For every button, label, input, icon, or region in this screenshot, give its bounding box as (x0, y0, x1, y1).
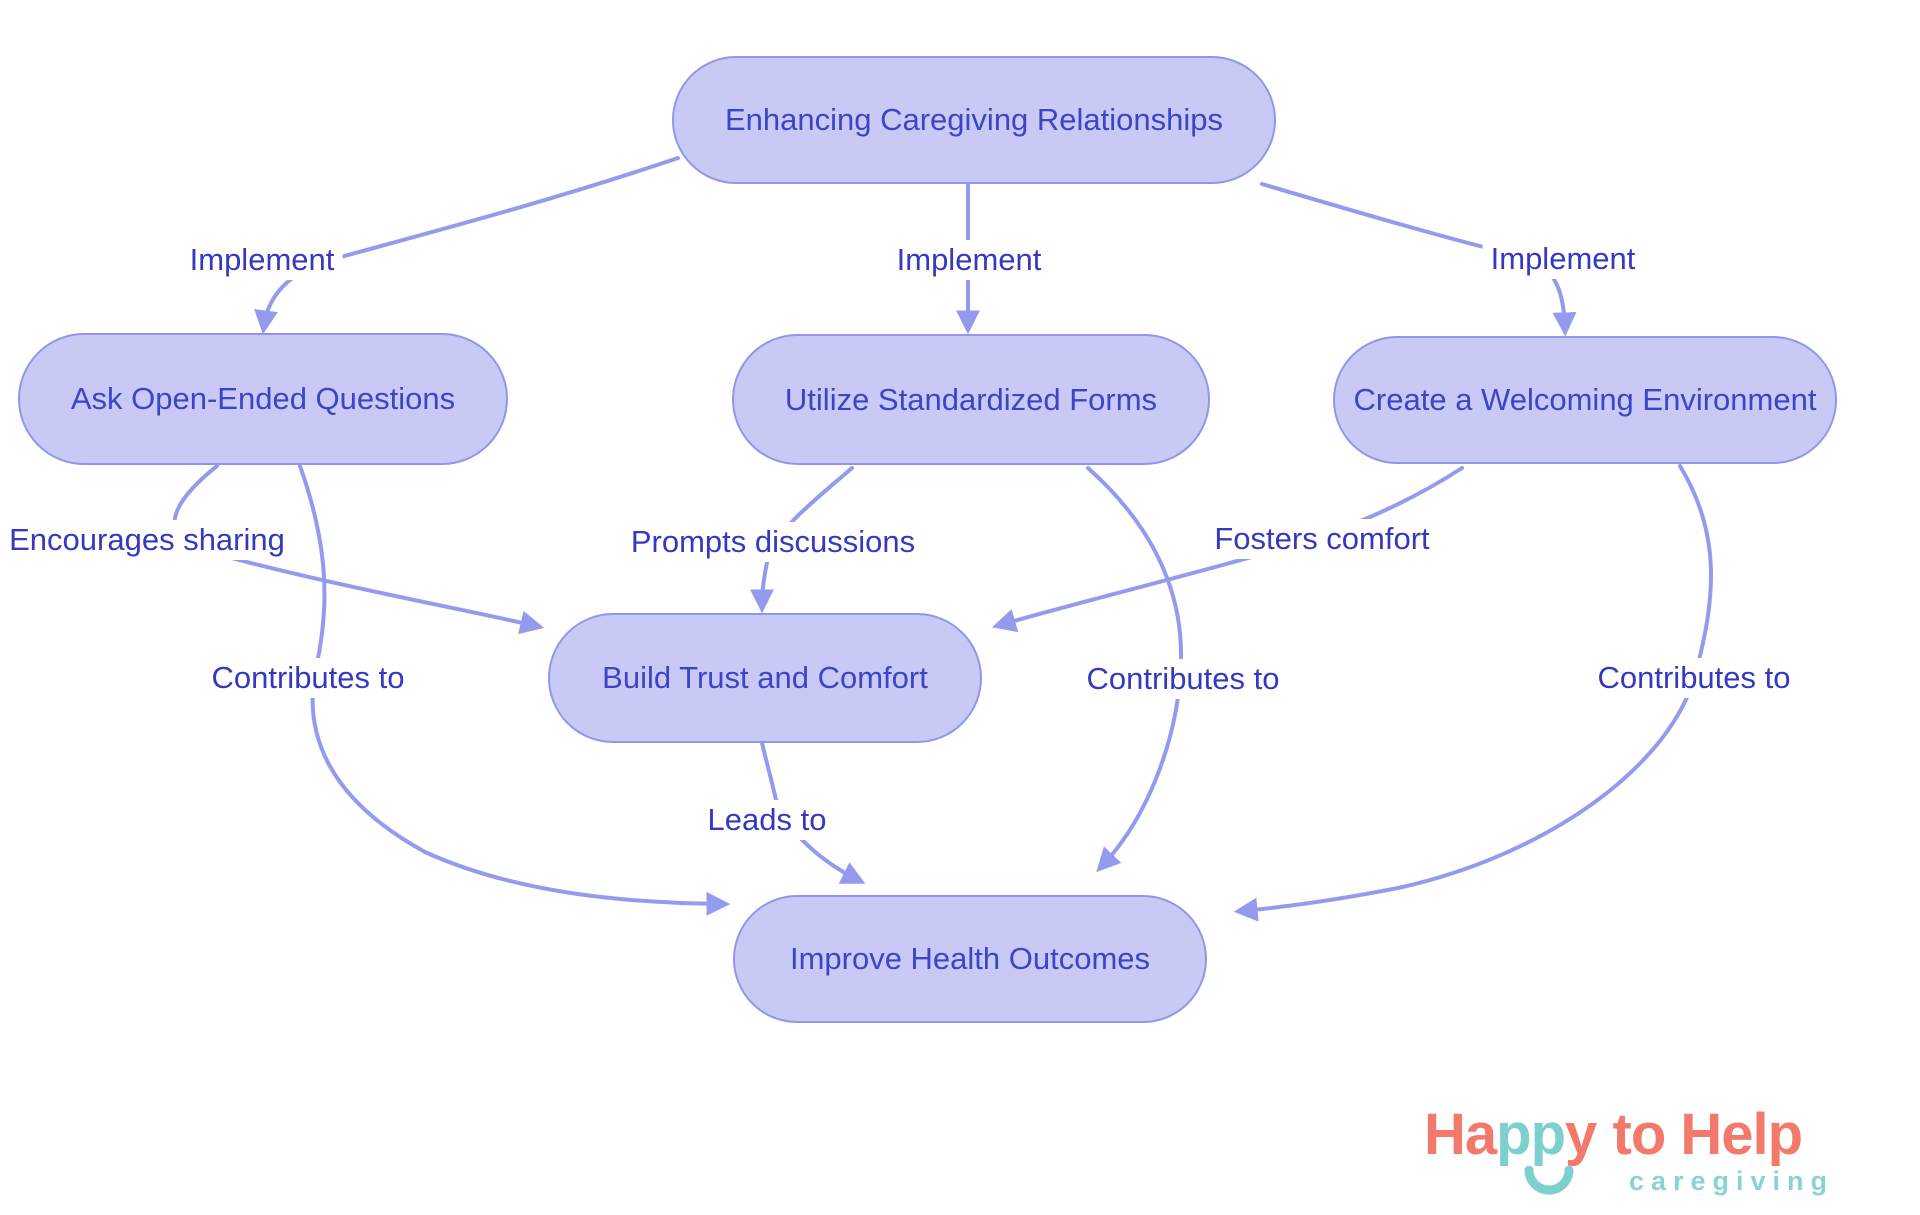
logo-tagline: caregiving (1628, 1166, 1834, 1196)
edge-label-implement-right: Implement (1482, 239, 1644, 279)
edge-label-implement-left: Implement (181, 240, 343, 280)
node-build-trust-and-comfort: Build Trust and Comfort (548, 613, 982, 743)
smile-icon (1524, 1166, 1574, 1195)
logo-text-part2: pp (1496, 1102, 1566, 1167)
edge-label-contributes-to-right: Contributes to (1589, 658, 1799, 698)
edge-forms-to-outcomes (1086, 466, 1184, 873)
edge-label-contributes-to-center: Contributes to (1078, 659, 1288, 699)
node-utilize-standardized-forms: Utilize Standardized Forms (732, 334, 1210, 465)
edge-label-contributes-to-left: Contributes to (203, 658, 413, 698)
node-ask-open-ended-questions: Ask Open-Ended Questions (18, 333, 508, 465)
edge-label-prompts-discussions: Prompts discussions (622, 522, 924, 562)
edge-label-implement-center: Implement (888, 240, 1050, 280)
logo-text-part4: to Help (1612, 1102, 1804, 1167)
node-enhancing-caregiving-relationships: Enhancing Caregiving Relationships (672, 56, 1276, 184)
edge-label-fosters-comfort: Fosters comfort (1206, 519, 1438, 559)
edge-label-leads-to: Leads to (699, 800, 835, 840)
edge-label-encourages-sharing: Encourages sharing (1, 520, 293, 560)
edge-ask-to-trust (172, 464, 545, 635)
edge-enhancing-to-ask (254, 156, 680, 335)
node-create-welcoming-environment: Create a Welcoming Environment (1333, 336, 1837, 464)
logo-text-part1: Ha (1424, 1102, 1497, 1167)
edge-ask-to-outcomes (298, 464, 731, 916)
edge-welcoming-to-outcomes (1233, 464, 1713, 922)
node-improve-health-outcomes: Improve Health Outcomes (733, 895, 1207, 1023)
logo-text-part3: y (1565, 1102, 1597, 1167)
